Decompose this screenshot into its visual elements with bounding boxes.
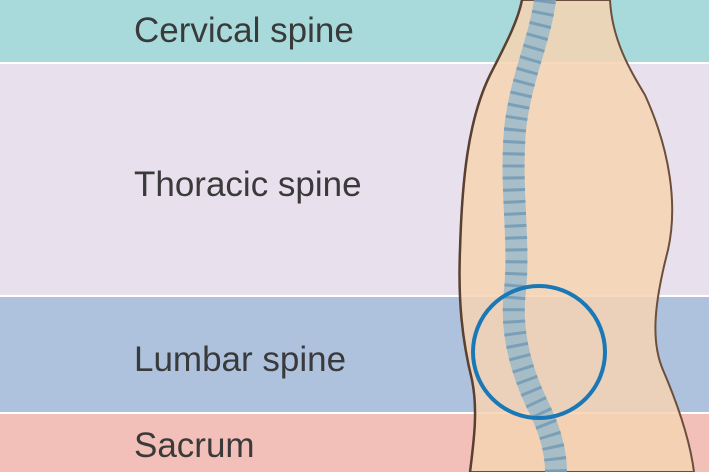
sacrum-label: Sacrum: [134, 426, 255, 465]
lumbar-spine-label: Lumbar spine: [134, 340, 347, 379]
spine-column-edge: [502, 0, 567, 472]
lumbar-highlight-circle: [471, 284, 607, 420]
back-outline: [458, 0, 524, 472]
thoracic-spine-label: Thoracic spine: [134, 165, 362, 204]
cervical-spine-label: Cervical spine: [134, 11, 354, 50]
